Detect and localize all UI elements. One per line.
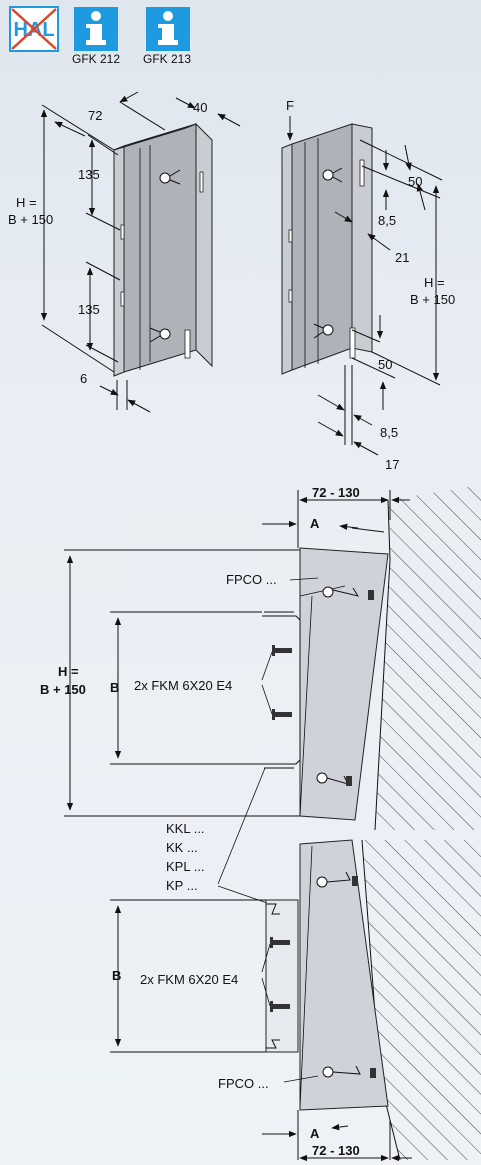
- dim-40: 40: [193, 100, 207, 115]
- hal-crossed-icon: HAL: [9, 6, 59, 52]
- dim-b-bottom: B: [112, 968, 121, 983]
- dim-8-5-top: 8,5: [378, 213, 396, 228]
- info-icon: [146, 7, 190, 51]
- label-fpco-bottom: FPCO ...: [218, 1076, 269, 1091]
- bracket-side-view: [281, 123, 373, 375]
- channel-top: [262, 611, 301, 769]
- dim-range-top: 72 - 130: [312, 485, 360, 500]
- dim-21: 21: [395, 250, 409, 265]
- dim-range-bottom: 72 - 130: [312, 1143, 360, 1158]
- label-f: F: [286, 98, 294, 113]
- channel-label-kpl: KPL ...: [166, 859, 205, 874]
- screw-icon: [270, 1001, 290, 1012]
- dim-135-top: 135: [78, 167, 100, 182]
- dim-17: 17: [385, 457, 399, 472]
- info-icon: [74, 7, 118, 51]
- dim-50-bottom: 50: [378, 357, 392, 372]
- bracket-front-view: [113, 122, 213, 377]
- bracket-section-top: [299, 547, 389, 821]
- dim-6: 6: [80, 371, 87, 386]
- wall-section: [361, 485, 481, 1161]
- screw-label-bottom: 2x FKM 6X20 E4: [140, 972, 238, 987]
- dim-a-bottom: A: [310, 1126, 320, 1141]
- dim-a-top: A: [310, 516, 320, 531]
- dim-h-right-formula: B + 150: [410, 292, 455, 307]
- dim-h-section-label: H =: [58, 664, 79, 679]
- screw-label-top: 2x FKM 6X20 E4: [134, 678, 232, 693]
- dim-h-section-formula: B + 150: [40, 682, 86, 697]
- bracket-section-bottom: [299, 839, 389, 1111]
- dim-h-label: H =: [16, 195, 37, 210]
- dim-135-bottom: 135: [78, 302, 100, 317]
- screw-icon: [272, 645, 292, 656]
- dim-h-right-label: H =: [424, 275, 445, 290]
- screw-icon: [272, 709, 292, 720]
- channel-label-kp: KP ...: [166, 878, 198, 893]
- label-fpco-top: FPCO ...: [226, 572, 277, 587]
- screw-icon: [270, 937, 290, 948]
- dim-8-5-bottom: 8,5: [380, 425, 398, 440]
- channel-label-kkl: KKL ...: [166, 821, 205, 836]
- dim-b-top: B: [110, 680, 119, 695]
- info-caption-1: GFK 212: [72, 52, 120, 66]
- dim-72: 72: [88, 108, 102, 123]
- dim-50-top: 50: [408, 174, 422, 189]
- channel-label-kk: KK ...: [166, 840, 198, 855]
- channel-bottom: [265, 899, 299, 1053]
- info-caption-2: GFK 213: [143, 52, 191, 66]
- dim-h-formula: B + 150: [8, 212, 53, 227]
